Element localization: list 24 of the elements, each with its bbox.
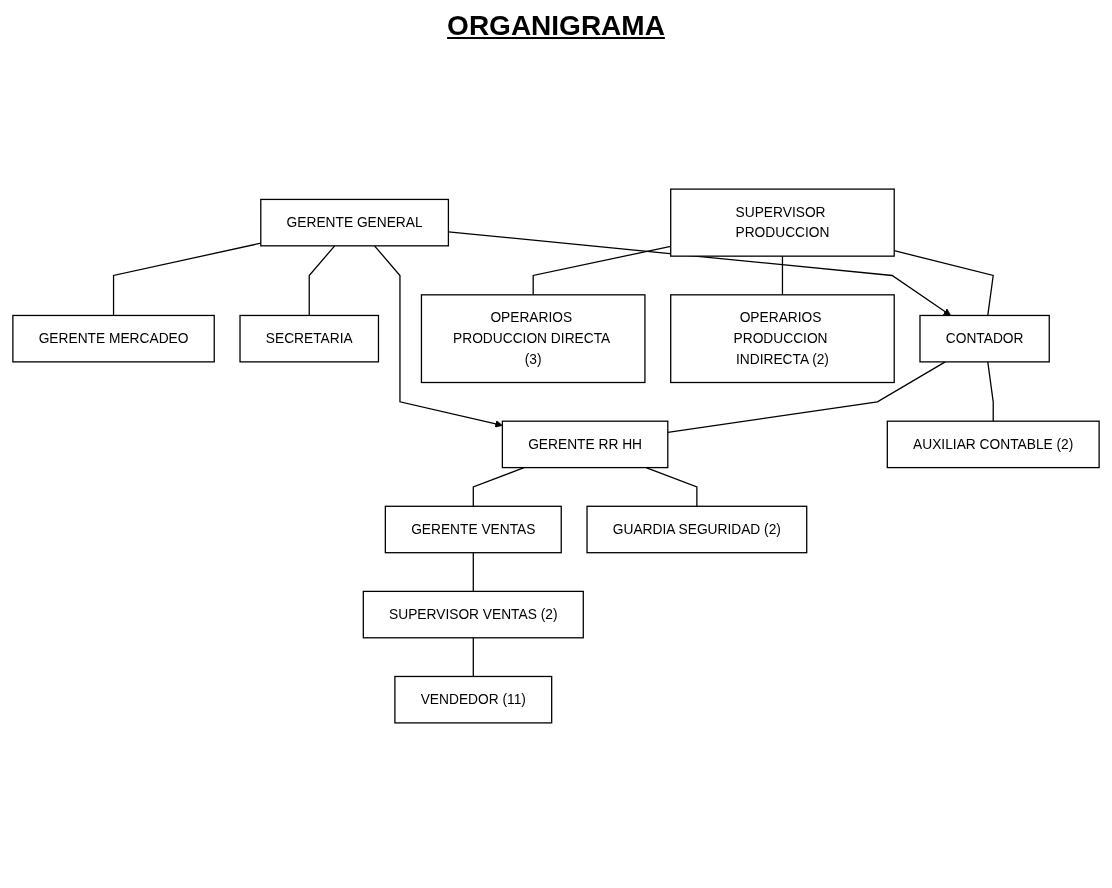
connector: [472, 637, 474, 678]
node-box: SUPERVISOR PRODUCCION: [670, 188, 895, 257]
connector: [645, 466, 698, 507]
node-box: SECRETARIA: [239, 314, 380, 363]
node-box: GERENTE RR HH: [501, 420, 669, 469]
node-box: GUARDIA SEGURIDAD (2): [586, 505, 808, 554]
node-box: OPERARIOS PRODUCCION INDIRECTA (2): [670, 294, 895, 384]
chart-title: ORGANIGRAMA: [446, 10, 666, 42]
connector: [472, 466, 525, 507]
connector: [472, 552, 474, 593]
node-box: GERENTE GENERAL: [260, 198, 450, 247]
connector: [987, 361, 994, 422]
node-box: VENDEDOR (11): [394, 675, 553, 724]
node-box: CONTADOR: [919, 314, 1050, 363]
connector: [112, 242, 262, 317]
node-box: OPERARIOS PRODUCCION DIRECTA (3): [420, 294, 646, 384]
node-box: GERENTE VENTAS: [384, 505, 562, 554]
arrow: [373, 245, 503, 428]
connector: [781, 255, 784, 296]
node-box: GERENTE MERCADEO: [12, 314, 215, 363]
node-box: SUPERVISOR VENTAS (2): [362, 590, 584, 639]
connector: [308, 245, 336, 317]
connector: [667, 361, 946, 433]
node-box: AUXILIAR CONTABLE (2): [886, 420, 1100, 469]
